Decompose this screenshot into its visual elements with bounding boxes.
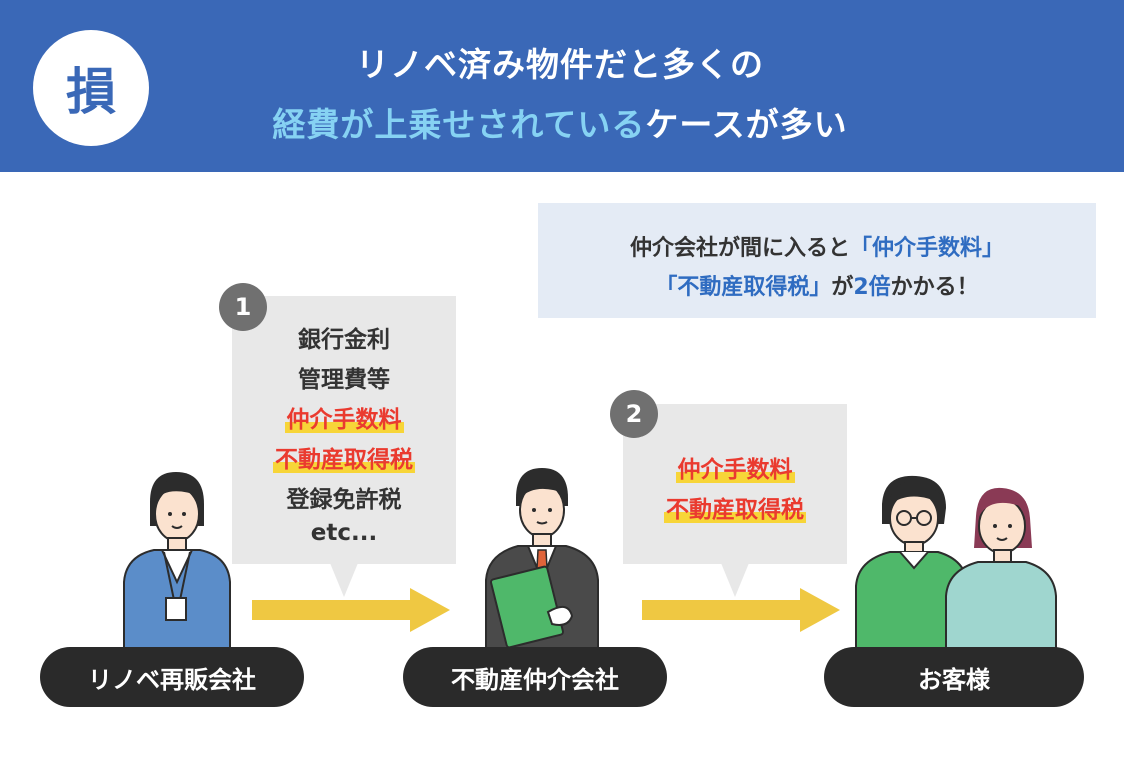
broker-person-icon [485,468,599,652]
info-box: 仲介会社が間に入ると「仲介手数料」 「不動産取得税」が2倍かかる！ [538,203,1096,318]
arrow-right-icon [642,588,840,632]
bubble1-line-5: 登録免許税 [286,487,402,513]
seller-person-icon [123,472,231,652]
bubble2-marked-2: 不動産取得税 [664,497,806,523]
step-number-1: 1 [219,283,267,331]
bubble1-line-2: 管理費等 [298,367,390,393]
bubble1-line-1: 銀行金利 [298,327,390,353]
bubble2-tail [721,563,749,597]
info-l1-prefix: 仲介会社が間に入ると [629,236,850,261]
loss-badge: 損 [33,30,149,146]
bubble2-line-2: 不動産取得税 [623,490,847,524]
label-seller: リノベ再販会社 [40,647,304,707]
customer-couple-icon [855,475,1057,652]
bubble1-line-3: 仲介手数料 [232,400,456,434]
info-l1-highlight: 「仲介手数料」 [850,236,1005,261]
title-line-2: 経費が上乗せされているケースが多い [180,98,940,146]
title-highlight: 経費が上乗せされている [272,105,646,144]
step-number-2: 2 [610,390,658,438]
cost-bubble-1: 銀行金利 管理費等 仲介手数料 不動産取得税 登録免許税 etc... [232,296,456,564]
bubble2-marked-1: 仲介手数料 [675,457,795,483]
bubble2-line-1: 仲介手数料 [623,450,847,484]
info-l2-highlight: 「不動産取得税」 [655,275,832,300]
label-broker: 不動産仲介会社 [403,647,667,707]
info-l2-mid: が [831,275,854,300]
title-rest: ケースが多い [645,105,848,144]
info-l2-suffix: かかる！ [890,275,979,300]
label-customer: お客様 [824,647,1084,707]
bubble1-line-6: etc... [310,520,378,546]
cost-bubble-2: 仲介手数料 不動産取得税 [623,404,847,564]
title-line-1: リノベ済み物件だと多くの [356,45,764,84]
bubble1-marked-3: 仲介手数料 [284,407,404,433]
info-line-2: 「不動産取得税」が2倍かかる！ [538,269,1096,301]
bubble1-marked-4: 不動産取得税 [273,447,415,473]
bubble1-tail [330,563,358,597]
info-l2-number: 2倍 [853,275,891,300]
arrow-right-icon [252,588,450,632]
header-banner: 損 リノベ済み物件だと多くの 経費が上乗せされているケースが多い [0,0,1124,172]
info-line-1: 仲介会社が間に入ると「仲介手数料」 [538,230,1096,262]
bubble1-line-4: 不動産取得税 [232,440,456,474]
